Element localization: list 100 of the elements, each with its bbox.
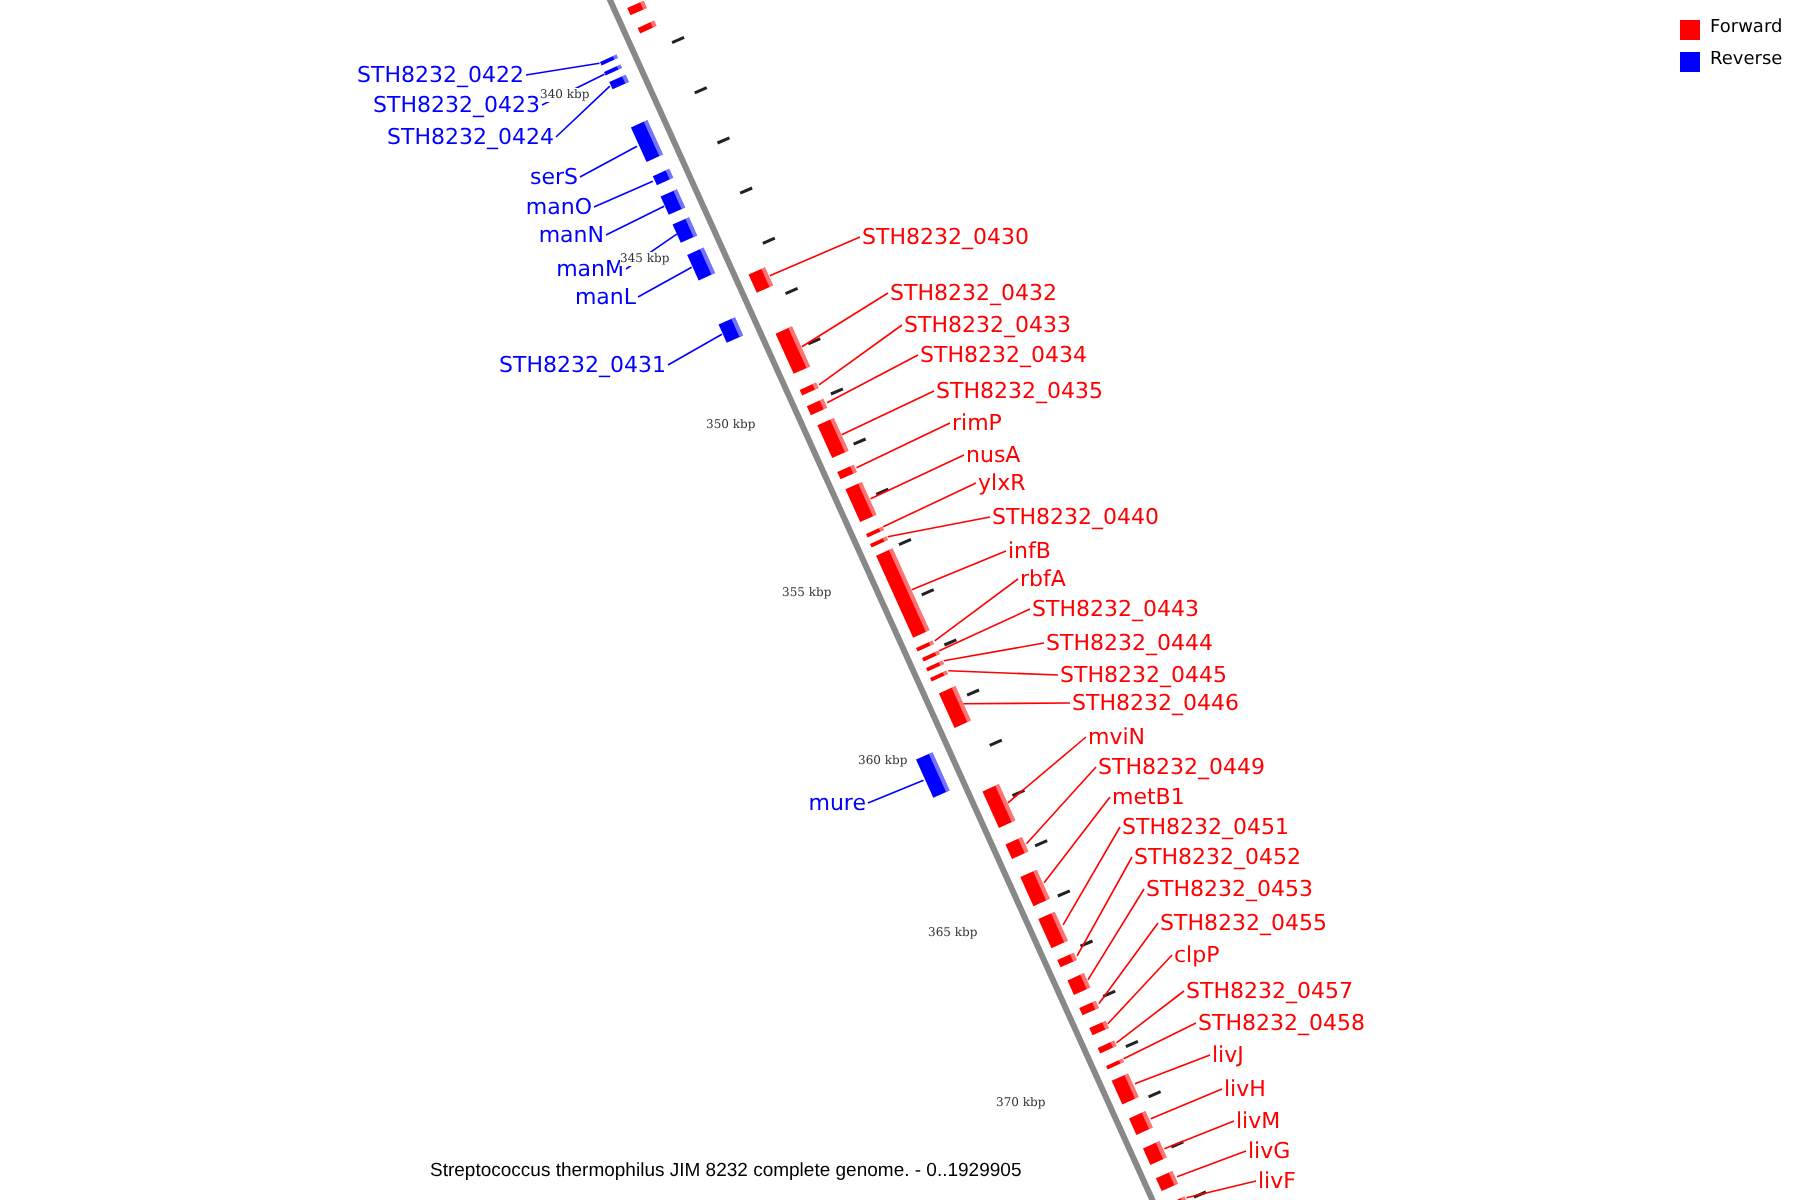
leader-line	[1098, 922, 1159, 1005]
leader-line	[593, 180, 654, 208]
gene-label: STH8232_0458	[1198, 1010, 1365, 1036]
gene-label: STH8232_0432	[890, 280, 1057, 306]
gene-label: STH8232_0430	[862, 224, 1029, 250]
caption: Streptococcus thermophilus JIM 8232 complete genome. - 0..1929905	[430, 1160, 1022, 1182]
gene-bar	[837, 464, 858, 480]
gene-label: metB1	[1112, 784, 1185, 810]
leader-line	[855, 422, 951, 469]
gene-label: mviN	[1088, 724, 1146, 750]
gene-label: rbfA	[1020, 566, 1066, 592]
gene-label: livG	[1248, 1138, 1291, 1164]
gene-label: STH8232_0445	[1060, 662, 1227, 688]
gene-bar	[718, 316, 744, 344]
gene-bar	[816, 418, 849, 460]
gene-bar	[687, 246, 715, 280]
leader-line	[1076, 856, 1133, 957]
legend-label: Forward	[1710, 18, 1783, 40]
gene-label: STH8232_0424	[387, 124, 554, 150]
leader-line	[1122, 1022, 1197, 1060]
gene-bar	[869, 535, 888, 547]
leader-line	[1043, 796, 1111, 884]
leader-line	[579, 145, 638, 178]
leader-line	[667, 333, 723, 366]
gene-bar	[1079, 1000, 1100, 1016]
gene-label: STH8232_0422	[357, 62, 524, 88]
gene-label: nusA	[966, 442, 1021, 468]
leader-line	[1134, 1054, 1211, 1085]
leader-line	[882, 482, 977, 528]
gene-label: STH8232_0435	[936, 378, 1103, 404]
leader-line	[555, 85, 611, 138]
leader-line	[605, 205, 665, 236]
gene-label: STH8232_0444	[1046, 630, 1213, 656]
gene-label: STH8232_0449	[1098, 754, 1265, 780]
gene-bar	[673, 216, 699, 244]
gene-bar	[1039, 910, 1069, 948]
gene-bar	[937, 686, 971, 730]
leader-line	[938, 608, 1031, 652]
gene-bar	[800, 382, 820, 396]
gene-label: serS	[529, 164, 578, 190]
gene-bar	[609, 74, 629, 90]
leader-line	[1176, 1150, 1247, 1178]
gene-label: STH8232_0434	[920, 342, 1087, 368]
gene-bar	[636, 20, 656, 34]
gene-bar	[1067, 972, 1091, 996]
gene-label: ylxR	[978, 470, 1026, 496]
leader-line	[1185, 1180, 1257, 1199]
gene-label: manM	[556, 256, 624, 282]
leader-line	[1150, 1088, 1223, 1120]
gene-bar	[807, 398, 829, 416]
gene-bar	[1129, 1110, 1154, 1136]
leader-line	[826, 354, 919, 404]
gene-bar	[1156, 1170, 1179, 1192]
gene-label: STH8232_0443	[1032, 596, 1199, 622]
gene-label: STH8232_0457	[1186, 978, 1353, 1004]
gene-label: manO	[525, 194, 592, 220]
leader-line	[840, 390, 935, 436]
gene-label: infB	[1008, 538, 1051, 564]
gene-label: clpP	[1174, 942, 1220, 968]
leader-line	[1163, 1120, 1235, 1150]
gene-bar	[845, 482, 877, 524]
gene-label: mure	[808, 790, 866, 816]
gene-bar	[1058, 952, 1078, 968]
gene-label: STH8232_0446	[1072, 690, 1239, 716]
gene-bar	[775, 326, 811, 376]
gene-bar	[748, 266, 773, 294]
gene-bar	[1088, 1020, 1109, 1036]
leader-line	[867, 779, 925, 804]
gene-bar	[875, 548, 930, 640]
leader-line	[933, 578, 1019, 642]
gene-label: STH8232_0453	[1146, 876, 1313, 902]
gene-label: livF	[1258, 1168, 1296, 1194]
gene-label: rimP	[952, 410, 1002, 436]
gene-bar	[1112, 1072, 1140, 1104]
gene-bar	[1005, 836, 1029, 860]
gene-bar	[930, 669, 949, 681]
gene-bar	[1143, 1140, 1168, 1166]
leader-line	[910, 550, 1007, 591]
leader-line	[943, 642, 1045, 662]
leader-line	[637, 266, 693, 298]
gene-label: STH8232_0455	[1160, 910, 1327, 936]
leader-line	[1062, 826, 1121, 926]
gene-bar	[1105, 1057, 1124, 1069]
gene-bar	[627, 0, 648, 16]
leader-line	[1107, 954, 1173, 1025]
leader-line	[869, 454, 965, 500]
leader-line	[801, 292, 889, 348]
gene-label: STH8232_0431	[499, 352, 666, 378]
gene-label: STH8232_0452	[1134, 844, 1301, 870]
gene-label: manL	[574, 284, 636, 310]
leader-line	[1115, 990, 1185, 1044]
gene-label: livM	[1236, 1108, 1281, 1134]
gene-bar	[651, 168, 673, 186]
leader-line	[886, 516, 991, 538]
leader-line	[947, 670, 1059, 676]
gene-bar	[915, 752, 950, 800]
leader-line	[962, 702, 1071, 705]
leader-line	[525, 62, 601, 76]
gene-label: manN	[538, 222, 604, 248]
gene-bar	[1097, 1040, 1117, 1054]
